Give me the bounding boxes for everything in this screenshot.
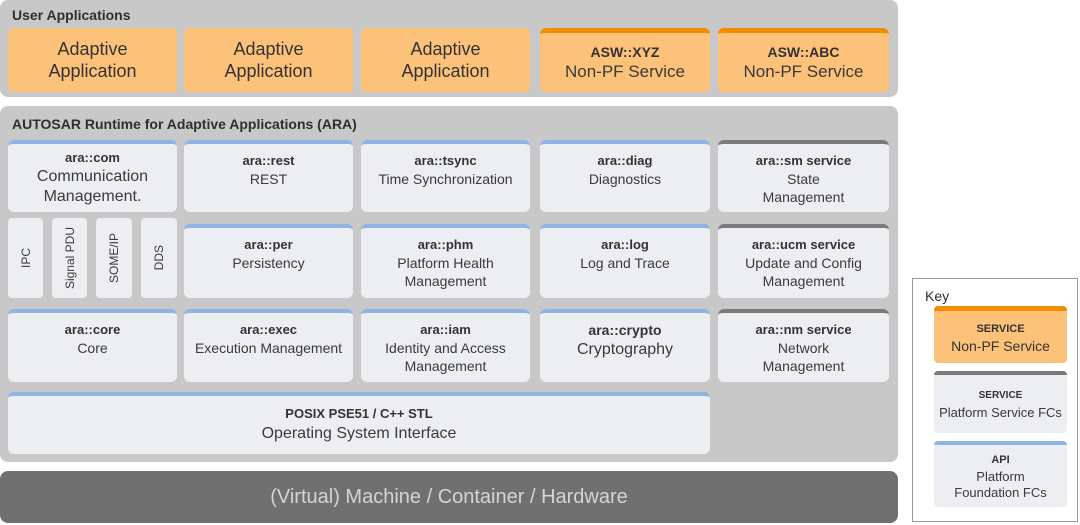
- key-tag: SERVICE: [976, 322, 1025, 335]
- protocol-dds: DDS: [141, 218, 177, 298]
- adaptive-application-1: Adaptive Application: [8, 28, 177, 92]
- ara-ucm-block: ara::ucm service Update and Config Manag…: [718, 224, 889, 298]
- key-desc: Platform: [976, 469, 1025, 484]
- block-desc: Operating System Interface: [261, 425, 457, 442]
- ara-sm-block: ara::sm service State Management: [718, 140, 889, 212]
- ara-diag-block: ara::diag Diagnostics: [540, 140, 710, 212]
- key-non-pf-service: SERVICE Non-PF Service: [934, 306, 1067, 363]
- ara-tsync-block: ara::tsync Time Synchronization: [361, 140, 530, 212]
- service-name: ASW::XYZ: [590, 43, 660, 60]
- ara-crypto-block: ara::crypto Cryptography: [540, 309, 710, 382]
- block-desc: Update and Config: [745, 255, 862, 271]
- block-desc: Management: [762, 273, 845, 289]
- ara-com-block: ara::com Communication Management.: [8, 140, 177, 212]
- block-desc: Persistency: [232, 255, 305, 271]
- block-desc: Core: [77, 340, 108, 356]
- block-name: ara::nm service: [755, 322, 852, 337]
- block-desc: Network: [777, 340, 830, 356]
- block-name: ara::rest: [242, 153, 295, 168]
- protocol-signal-pdu: Signal PDU: [52, 218, 87, 298]
- block-name: ara::log: [601, 237, 649, 252]
- block-name: ara::diag: [597, 153, 653, 168]
- block-desc: REST: [249, 171, 288, 187]
- ara-log-block: ara::log Log and Trace: [540, 224, 710, 298]
- block-desc: Management.: [43, 188, 142, 205]
- block-name: ara::tsync: [414, 153, 477, 168]
- protocol-label: Signal PDU: [62, 226, 77, 290]
- ara-nm-block: ara::nm service Network Management: [718, 309, 889, 382]
- block-desc: Time Synchronization: [378, 171, 513, 187]
- key-platform-foundation: API Platform Foundation FCs: [934, 441, 1067, 507]
- block-name: POSIX PSE51 / C++ STL: [285, 406, 433, 421]
- block-desc: Log and Trace: [580, 255, 670, 271]
- service-name: ASW::ABC: [767, 43, 840, 60]
- asw-xyz-service: ASW::XYZ Non-PF Service: [540, 28, 710, 92]
- key-title: Key: [925, 288, 950, 304]
- app-label-line2: Application: [401, 61, 490, 81]
- posix-os-interface-block: POSIX PSE51 / C++ STL Operating System I…: [8, 392, 710, 454]
- protocol-ipc: IPC: [8, 218, 43, 298]
- block-desc: Management: [762, 189, 845, 205]
- key-desc: Non-PF Service: [951, 337, 1050, 354]
- user-applications-title: User Applications: [12, 7, 131, 23]
- block-desc: Platform Health: [397, 255, 494, 271]
- adaptive-application-3: Adaptive Application: [361, 28, 530, 92]
- protocol-label: IPC: [18, 247, 33, 268]
- app-label-line1: Adaptive: [233, 39, 304, 59]
- block-name: ara::exec: [239, 322, 298, 337]
- adaptive-application-2: Adaptive Application: [184, 28, 353, 92]
- block-desc: Management: [404, 273, 487, 289]
- block-name: ara::core: [64, 322, 121, 337]
- ara-iam-block: ara::iam Identity and Access Management: [361, 309, 530, 382]
- ara-phm-block: ara::phm Platform Health Management: [361, 224, 530, 298]
- block-desc: Management: [762, 358, 845, 374]
- key-tag: SERVICE: [978, 390, 1023, 401]
- ara-core-block: ara::core Core: [8, 309, 177, 382]
- ara-rest-block: ara::rest REST: [184, 140, 353, 212]
- block-desc: Diagnostics: [588, 171, 662, 187]
- protocol-label: SOME/IP: [107, 232, 121, 283]
- block-desc: Execution Management: [194, 340, 343, 356]
- block-desc: Identity and Access: [385, 340, 506, 356]
- asw-abc-service: ASW::ABC Non-PF Service: [718, 28, 889, 92]
- key-desc: Platform Service FCs: [939, 405, 1062, 420]
- ara-per-block: ara::per Persistency: [184, 224, 353, 298]
- protocol-label: DDS: [152, 245, 166, 271]
- block-name: ara::ucm service: [751, 237, 856, 252]
- block-desc: State: [787, 171, 820, 187]
- block-name: ara::com: [65, 150, 120, 165]
- service-desc: Non-PF Service: [565, 61, 685, 81]
- hardware-label: (Virtual) Machine / Container / Hardware: [270, 485, 628, 508]
- block-name: ara::phm: [417, 237, 474, 252]
- block-name: ara::crypto: [588, 322, 662, 338]
- block-name: ara::iam: [420, 322, 471, 337]
- key-desc: Foundation FCs: [954, 485, 1047, 500]
- block-name: ara::per: [244, 237, 293, 252]
- key-tag: API: [991, 454, 1010, 466]
- app-label-line2: Application: [48, 61, 137, 81]
- app-label-line1: Adaptive: [57, 39, 128, 59]
- key-legend: Key SERVICE Non-PF Service SERVICE Platf…: [912, 278, 1078, 522]
- block-desc: Communication: [36, 168, 149, 185]
- block-name: ara::sm service: [755, 153, 852, 168]
- hardware-layer: (Virtual) Machine / Container / Hardware: [0, 471, 898, 523]
- ara-title: AUTOSAR Runtime for Adaptive Application…: [12, 116, 357, 132]
- ara-panel: AUTOSAR Runtime for Adaptive Application…: [0, 106, 898, 462]
- service-desc: Non-PF Service: [743, 61, 864, 81]
- app-label-line2: Application: [224, 61, 313, 81]
- block-desc: Cryptography: [576, 341, 674, 358]
- key-platform-service: SERVICE Platform Service FCs: [934, 371, 1067, 433]
- ara-exec-block: ara::exec Execution Management: [184, 309, 353, 382]
- block-desc: Management: [404, 358, 487, 374]
- user-applications-panel: User Applications Adaptive Application A…: [0, 0, 898, 97]
- app-label-line1: Adaptive: [410, 39, 481, 59]
- protocol-some-ip: SOME/IP: [96, 218, 132, 298]
